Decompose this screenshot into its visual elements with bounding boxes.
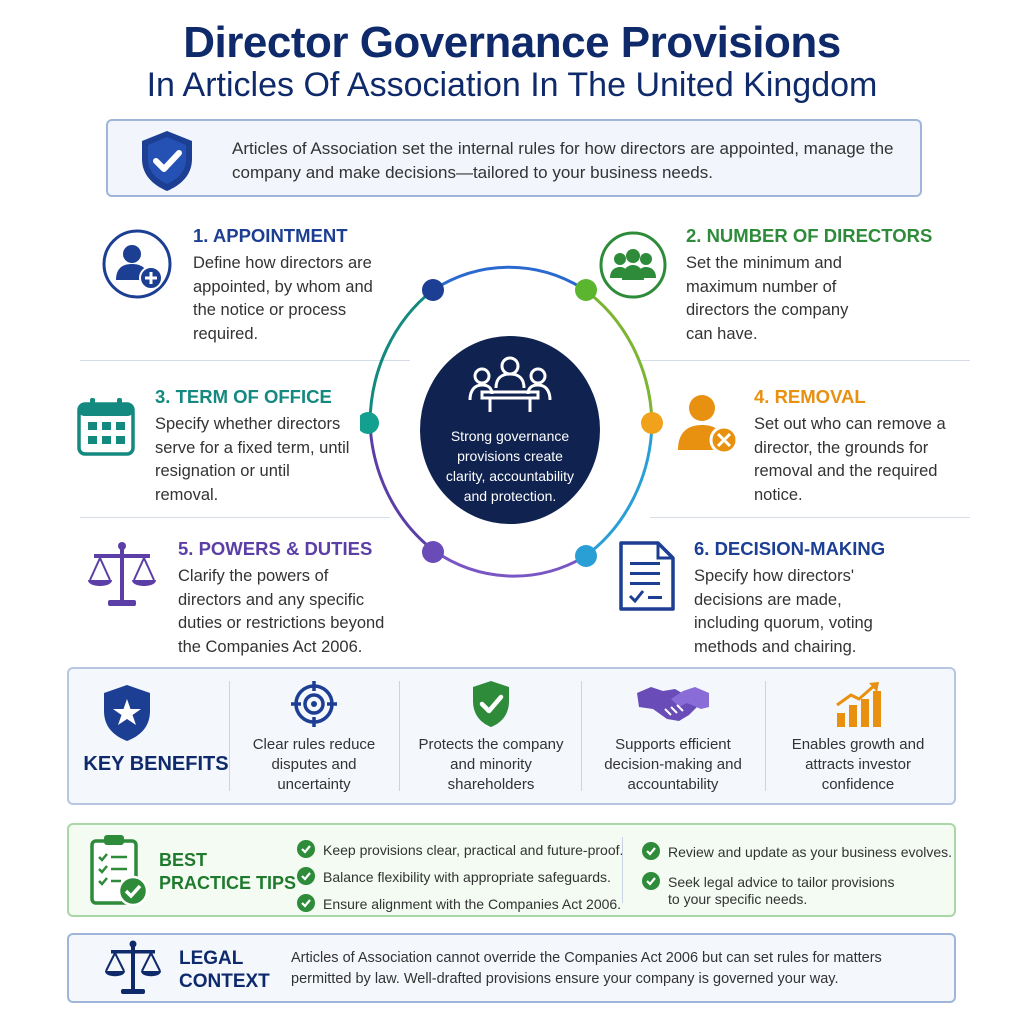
benefit-item: Clear rules reduce disputes and uncertai… xyxy=(239,669,389,805)
provision-body: Clarify the powers of directors and any … xyxy=(178,567,385,656)
provision-body: Specify whether directors serve for a fi… xyxy=(155,415,350,504)
ring-node xyxy=(422,541,444,563)
check-icon xyxy=(297,894,315,912)
legal-context-text: Articles of Association cannot override … xyxy=(291,950,882,987)
benefit-item: Protects the company and minority shareh… xyxy=(409,669,573,805)
center-disc xyxy=(420,336,600,524)
benefit-text: Enables growth and attracts investor con… xyxy=(791,736,925,793)
provision-heading: 2. NUMBER OF DIRECTORS xyxy=(686,225,933,246)
best-practice-label: BEST PRACTICE TIPS xyxy=(159,850,297,893)
provision-heading: 1. APPOINTMENT xyxy=(193,225,348,246)
provision-body: Set the minimum and maximum number of di… xyxy=(686,254,849,343)
target-icon xyxy=(291,681,337,727)
governance-ring xyxy=(360,265,663,578)
divider xyxy=(765,681,766,791)
ring-node xyxy=(575,279,597,301)
divider xyxy=(650,517,970,518)
divider xyxy=(80,517,390,518)
provision-heading: 5. POWERS & DUTIES xyxy=(178,538,373,559)
divider xyxy=(622,837,623,903)
divider xyxy=(229,681,230,791)
intro-text: Articles of Association set the internal… xyxy=(232,139,894,182)
ring-node xyxy=(575,545,597,567)
handshake-icon xyxy=(637,687,709,721)
ring-node xyxy=(641,412,663,434)
page-subtitle: In Articles Of Association In The United… xyxy=(146,66,878,104)
divider xyxy=(640,360,970,361)
benefit-text: Supports efficient decision-making and a… xyxy=(604,736,742,793)
provision-body: Specify how directors' decisions are mad… xyxy=(694,567,873,656)
divider xyxy=(80,360,410,361)
shield-check-icon xyxy=(473,681,509,727)
legal-context-label: LEGAL CONTEXT xyxy=(179,948,270,992)
provision-heading: 6. DECISION-MAKING xyxy=(694,538,886,559)
check-icon xyxy=(297,840,315,858)
ring-node xyxy=(422,279,444,301)
scales-icon xyxy=(88,542,156,606)
meeting-icon xyxy=(468,356,552,412)
provision-heading: 4. REMOVAL xyxy=(754,386,866,407)
remove-user-icon xyxy=(678,395,739,455)
growth-chart-icon xyxy=(836,682,881,727)
check-icon xyxy=(297,867,315,885)
check-icon xyxy=(642,872,660,890)
calendar-icon xyxy=(77,398,135,456)
benefit-text: Clear rules reduce disputes and uncertai… xyxy=(252,736,376,793)
star-shield-icon xyxy=(104,685,150,741)
divider xyxy=(581,681,582,791)
divider xyxy=(399,681,400,791)
benefit-text: Protects the company and minority shareh… xyxy=(418,736,564,793)
center-text: Strong governance provisions create clar… xyxy=(445,428,575,504)
benefit-item: Supports efficient decision-making and a… xyxy=(589,669,757,805)
check-icon xyxy=(642,842,660,860)
provision-heading: 3. TERM OF OFFICE xyxy=(155,386,332,407)
provision-body: Define how directors are appointed, by w… xyxy=(193,254,373,343)
group-icon xyxy=(599,231,667,299)
shield-check-icon xyxy=(142,131,192,191)
tip-item-continued: to your specific needs. xyxy=(668,891,808,907)
page-title: Director Governance Provisions xyxy=(183,18,841,67)
add-user-icon xyxy=(102,229,172,299)
scales-icon xyxy=(105,940,161,994)
best-practice-panel: BEST PRACTICE TIPS Keep provisions clear… xyxy=(67,823,956,917)
benefit-item: Enables growth and attracts investor con… xyxy=(773,669,943,805)
intro-banner: Articles of Association set the internal… xyxy=(106,119,922,197)
provision-body: Set out who can remove a director, the g… xyxy=(754,415,946,504)
key-benefits-label: KEY BENEFITS xyxy=(83,753,229,775)
checklist-document-icon xyxy=(619,541,675,611)
key-benefits-panel: KEY BENEFITS Clear rules reduce disputes… xyxy=(67,667,956,805)
legal-context-panel: LEGAL CONTEXT Articles of Association ca… xyxy=(67,933,956,1003)
clipboard-check-icon xyxy=(90,835,149,907)
ring-node xyxy=(360,412,379,434)
